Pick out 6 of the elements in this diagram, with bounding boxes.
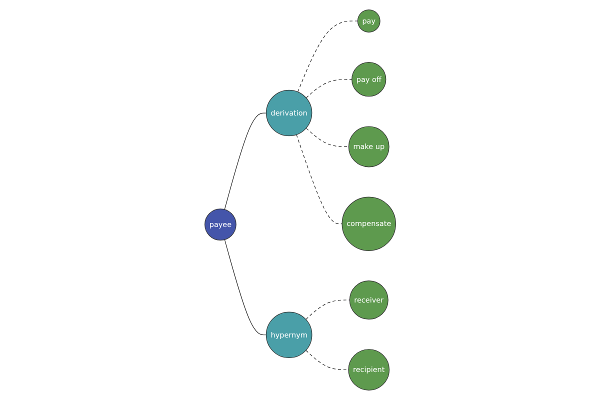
- connector: [297, 20, 358, 92]
- connector: [224, 239, 266, 336]
- connector: [305, 350, 349, 370]
- connector: [224, 112, 266, 210]
- connector: [306, 128, 349, 148]
- connector: [306, 79, 352, 98]
